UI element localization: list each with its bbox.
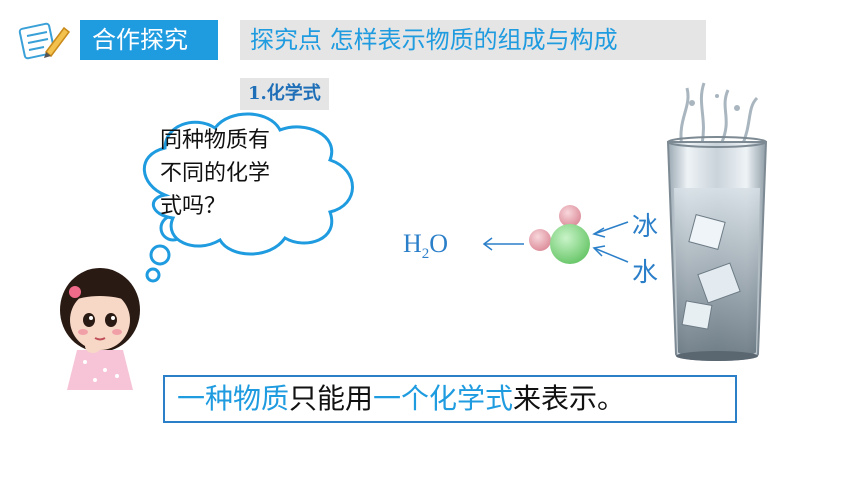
label-water: 水 <box>632 258 659 288</box>
formula-subscript: 2 <box>421 246 430 263</box>
statement-part-4: 来表示。 <box>513 382 626 415</box>
bubble-line-2: 不同的化学 <box>160 161 271 186</box>
statement-part-2: 只能用 <box>289 382 374 415</box>
conclusion-statement: 一种物质只能用一个化学式来表示。 <box>163 375 737 423</box>
thought-cloud <box>95 100 375 290</box>
subheading: 1.化学式 <box>240 78 329 110</box>
glass-of-ice-water-image <box>662 78 772 368</box>
section-tag: 合作探究 <box>80 20 218 60</box>
statement-part-3: 一个化学式 <box>373 382 514 415</box>
notepad-icon <box>16 20 72 60</box>
bubble-line-1: 同种物质有 <box>160 128 271 153</box>
statement-part-1: 一种物质 <box>177 382 290 415</box>
label-ice: 冰 <box>632 212 659 242</box>
molecule-diagram <box>476 196 646 276</box>
thinking-girl-illustration <box>55 262 145 390</box>
bubble-line-3: 式吗？ <box>160 194 227 219</box>
chemical-formula: H2O <box>403 229 448 263</box>
topic-title: 探究点 怎样表示物质的组成与构成 <box>240 20 706 60</box>
formula-h: H <box>403 229 422 258</box>
formula-o: O <box>429 229 449 258</box>
